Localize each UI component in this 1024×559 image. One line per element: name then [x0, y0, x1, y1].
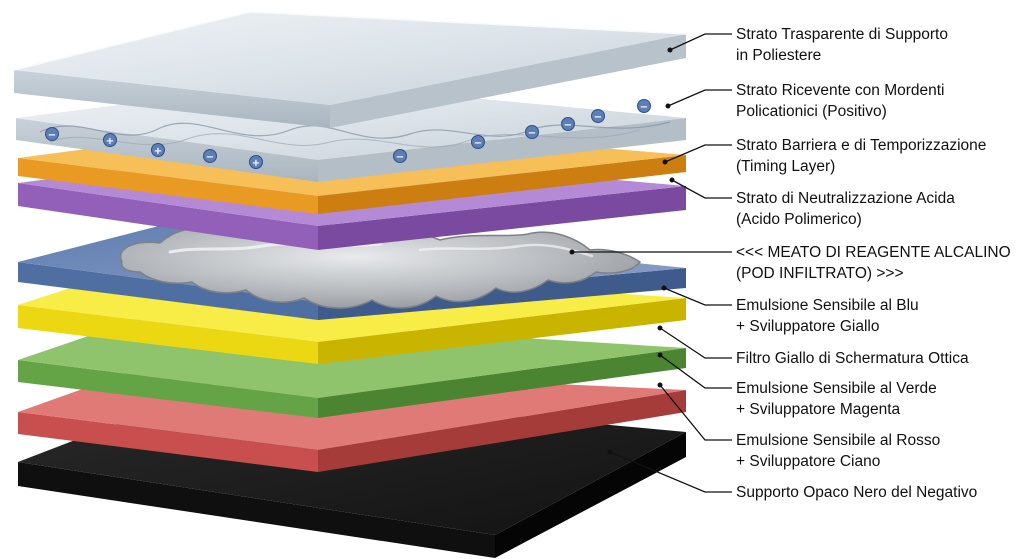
svg-text:−: − — [48, 130, 56, 141]
charge-marker: − — [45, 127, 59, 141]
charge-marker: − — [393, 149, 407, 163]
svg-text:+: + — [252, 158, 260, 169]
receiving-layer-right — [318, 118, 686, 182]
label-yellow-filter: Filtro Giallo di Schermatura Ottica — [736, 350, 969, 367]
green-emulsion-right — [318, 348, 686, 418]
charge-markers: − + + − + − − − − − − — [45, 99, 651, 169]
label-blue-emulsion: Emulsione Sensibile al Blu + Sviluppator… — [736, 297, 923, 335]
svg-text:−: − — [396, 152, 404, 163]
leader-image-receiving — [665, 89, 732, 109]
red-emulsion-front — [18, 412, 318, 472]
polymer-strands — [39, 121, 671, 139]
label-acid-neutralizing: Strato di Neutralizzazione Acida (Acido … — [736, 190, 959, 228]
label-timing: Strato Barriera e di Temporizzazione (Ti… — [736, 137, 991, 175]
yellow-filter-front — [18, 305, 318, 364]
acid-layer-front — [18, 183, 318, 250]
leader-clear-support — [667, 33, 732, 53]
support-layer-top — [14, 12, 686, 105]
charge-marker: + — [151, 143, 165, 157]
svg-text:−: − — [564, 120, 572, 131]
blue-emulsion-front — [18, 262, 318, 320]
svg-text:−: − — [528, 128, 536, 139]
label-image-receiving: Strato Ricevente con Mordenti Polication… — [736, 82, 949, 120]
svg-text:−: − — [594, 112, 602, 123]
charge-marker: − — [471, 135, 485, 149]
label-green-emulsion: Emulsione Sensibile al Verde + Sviluppat… — [736, 380, 941, 418]
label-red-emulsion: Emulsione Sensibile al Rosso + Sviluppat… — [736, 432, 945, 470]
label-black-base: Supporto Opaco Nero del Negativo — [736, 484, 977, 501]
leader-yellow-filter — [657, 325, 732, 359]
timing-layer-front — [18, 158, 318, 214]
green-emulsion-front — [18, 360, 318, 418]
charge-marker: − — [561, 117, 575, 131]
charge-marker: − — [637, 99, 651, 113]
polymer-strands-2 — [49, 129, 641, 148]
leader-acid-neutralizing — [669, 177, 732, 199]
charge-marker: − — [591, 109, 605, 123]
layer-clear-support — [13, 11, 687, 128]
leader-reagent-pod — [569, 249, 732, 255]
red-emulsion-right — [318, 390, 686, 472]
yellow-filter-right — [318, 298, 686, 364]
charge-marker: − — [203, 149, 217, 163]
black-base-front — [18, 462, 495, 558]
svg-text:−: − — [206, 152, 214, 163]
charge-marker: − — [525, 125, 539, 139]
support-layer-right — [330, 34, 686, 128]
svg-text:−: − — [474, 138, 482, 149]
support-layer-front — [14, 70, 330, 128]
leader-red-emulsion — [657, 382, 732, 441]
svg-text:+: + — [154, 146, 162, 157]
leader-blue-emulsion — [661, 285, 732, 306]
acid-layer-right — [318, 186, 686, 250]
svg-text:−: − — [640, 102, 648, 113]
leader-green-emulsion — [657, 352, 732, 389]
leader-black-base — [607, 449, 732, 493]
svg-text:+: + — [106, 136, 114, 147]
leader-lines — [569, 33, 732, 493]
labels: Strato Trasparente di Supporto in Polies… — [736, 26, 1015, 501]
receiving-layer-front — [16, 118, 318, 182]
label-clear-support: Strato Trasparente di Supporto in Polies… — [736, 26, 952, 64]
label-reagent-pod: <<< MEATO DI REAGENTE ALCALINO (POD INFI… — [736, 244, 1015, 282]
charge-marker: + — [103, 133, 117, 147]
leader-timing — [662, 144, 732, 165]
timing-layer-right — [318, 155, 686, 214]
charge-marker: + — [249, 155, 263, 169]
